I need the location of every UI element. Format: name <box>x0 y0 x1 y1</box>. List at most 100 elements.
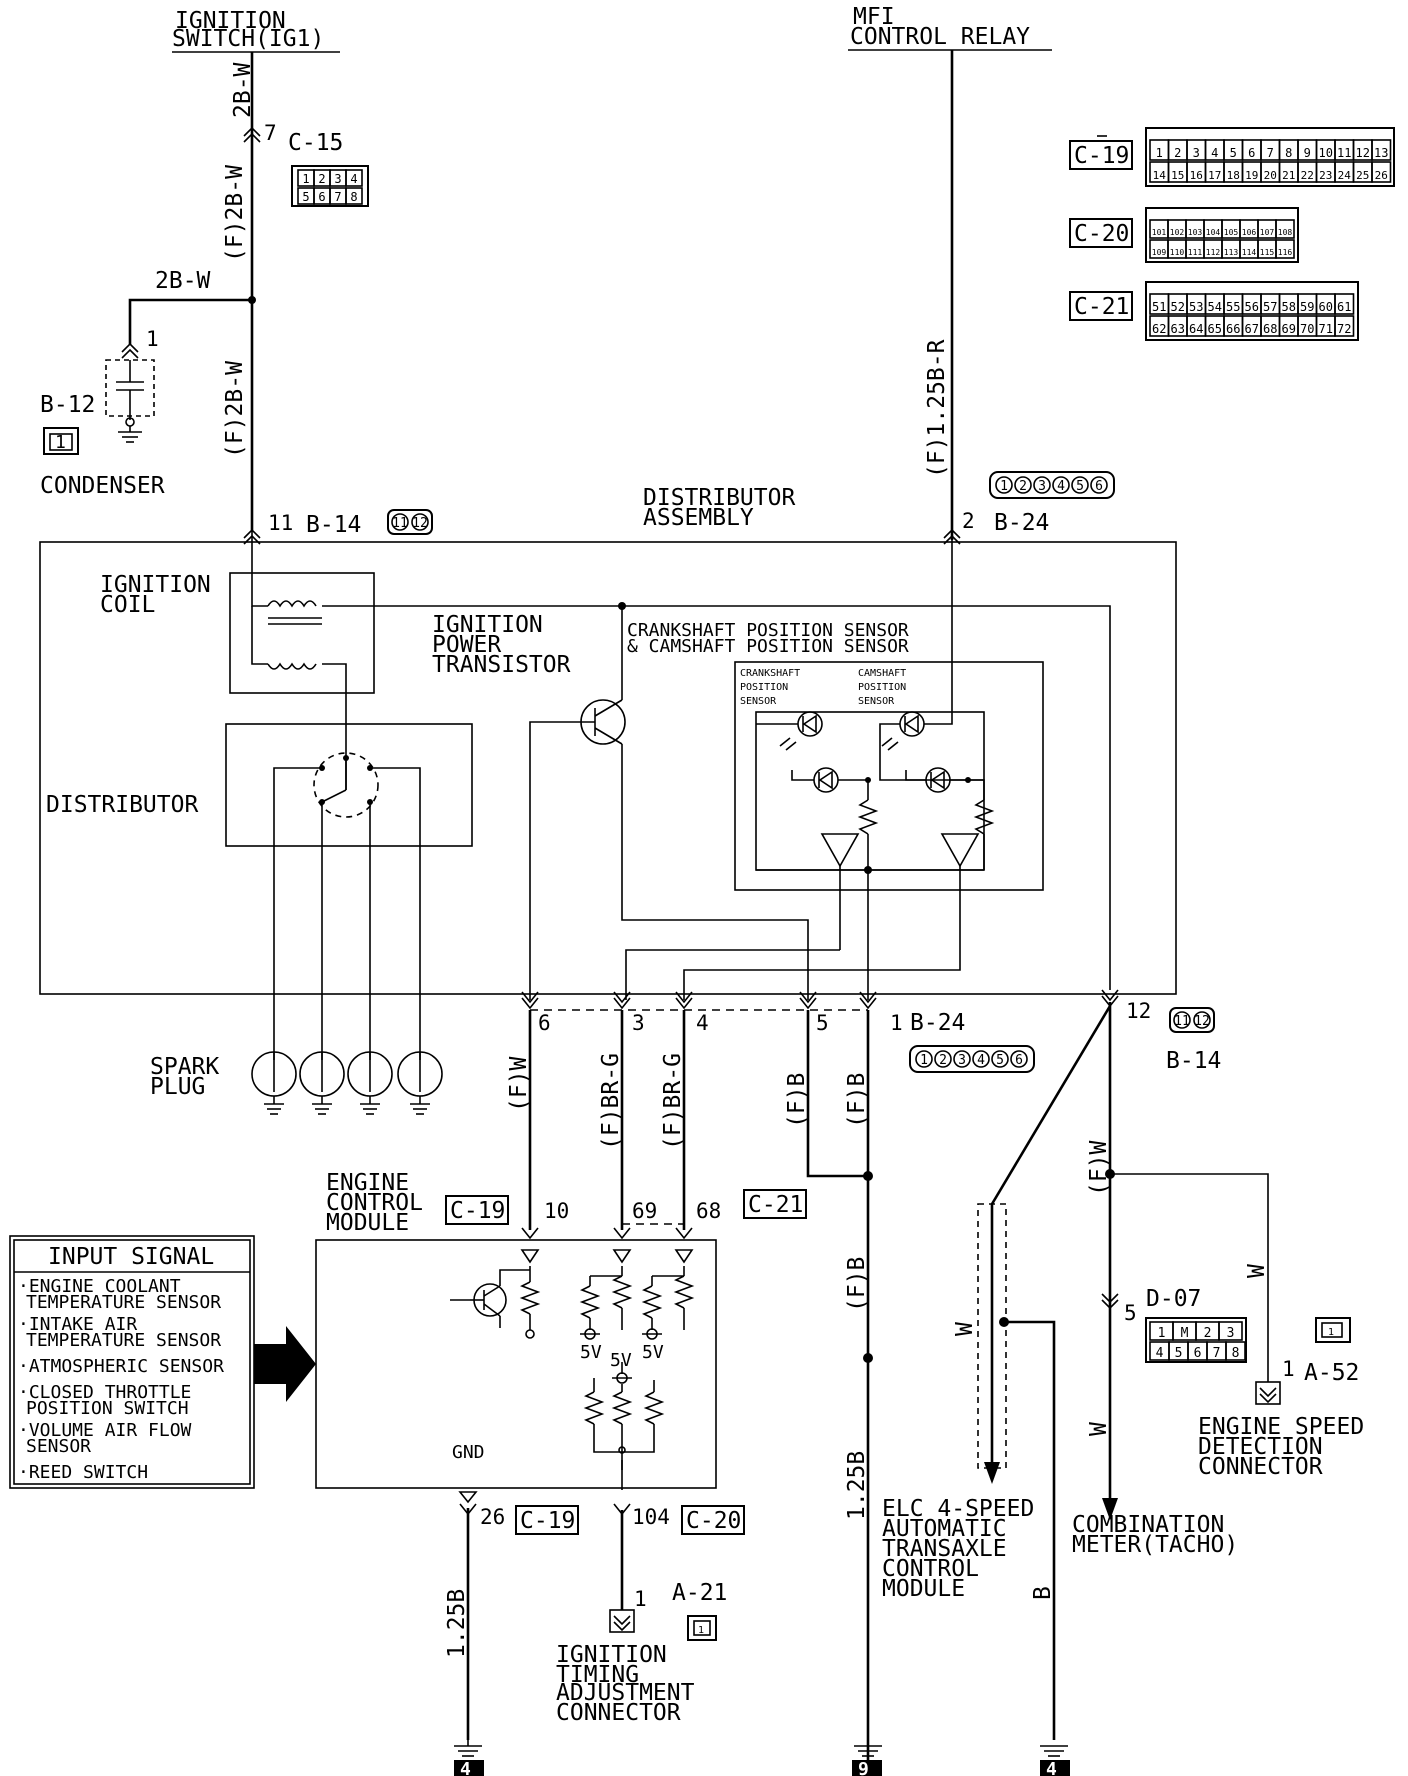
svg-text:MODULE: MODULE <box>882 1576 965 1602</box>
wire-eng-speed: W <box>1244 1264 1270 1278</box>
connector-cell-label: 6 <box>1248 146 1255 160</box>
svg-text:·REED SWITCH: ·REED SWITCH <box>18 1462 148 1483</box>
connector-pin-label: 5 <box>1076 479 1084 494</box>
crank-cam-sensor-label: CRANKSHAFT POSITION SENSOR & CAMSHAFT PO… <box>627 620 909 657</box>
cam-sensor-label: CAMSHAFT POSITION SENSOR <box>858 668 906 707</box>
pin-ecm-69: 69 <box>632 1199 657 1223</box>
svg-text:TIMING: TIMING <box>556 1662 639 1688</box>
connector-cell-label: 22 <box>1301 169 1314 182</box>
connector-cell-label: 107 <box>1260 228 1275 237</box>
connector-cell <box>345 169 363 187</box>
svg-text:CONNECTOR: CONNECTOR <box>1198 1454 1323 1480</box>
svg-text:TRANSAXLE: TRANSAXLE <box>882 1536 1007 1562</box>
svg-text:MFI: MFI <box>853 4 895 30</box>
connector-pin-label: 6 <box>1095 479 1103 494</box>
connector-cell-label: 104 <box>1206 228 1221 237</box>
connector-cell-label: 101 <box>1152 228 1167 237</box>
pin-b14-11: 11 <box>268 511 293 535</box>
connector-cell-label: 52 <box>1171 300 1185 314</box>
svg-text:C-19: C-19 <box>520 1508 575 1534</box>
connector-cell-label: 2 <box>1174 146 1181 160</box>
connector-cell-label: 115 <box>1260 248 1275 257</box>
engine-speed-connector-label: ENGINE SPEED DETECTION CONNECTOR <box>1198 1414 1364 1480</box>
connector-c21-ecm: C-21 <box>743 1189 807 1219</box>
connector-cell-label: 7 <box>1267 146 1274 160</box>
connector-cell-label: 1 <box>302 172 309 186</box>
wire-pin5: (F)B <box>784 1073 810 1128</box>
spark-plug <box>251 1051 297 1115</box>
mfi-relay-label: MFI CONTROL RELAY <box>848 4 1052 51</box>
pin-ecm-10: 10 <box>544 1199 569 1223</box>
ecm-voltage-1: 5V <box>580 1342 602 1363</box>
connector-pin <box>1014 476 1032 494</box>
wire-tach: (F)W <box>1086 1140 1112 1196</box>
connector-pin <box>953 1050 971 1068</box>
input-signal-arrow <box>254 1326 316 1402</box>
ignition-coil <box>229 530 1111 990</box>
wire-condenser: 2B-W <box>155 268 211 294</box>
svg-text:IGNITION: IGNITION <box>432 612 543 638</box>
connector-pin-label: 3 <box>1038 479 1046 494</box>
connector-cell-label: 5 <box>1175 1346 1183 1361</box>
svg-text:AUTOMATIC: AUTOMATIC <box>882 1516 1007 1542</box>
connector-pin-label: 1 <box>1000 479 1008 494</box>
connector-cell-label: 109 <box>1152 248 1167 257</box>
connector-cell-label: 11 <box>1337 146 1351 160</box>
svg-text:SENSOR: SENSOR <box>26 1436 91 1457</box>
connector-cell-label: 4 <box>1156 1346 1164 1361</box>
connector-cell-label: 5 <box>302 190 309 204</box>
svg-text:1: 1 <box>55 432 66 453</box>
connector-cell-label: 106 <box>1242 228 1257 237</box>
connector-cell-label: 23 <box>1319 169 1332 182</box>
connector-cell-label: 21 <box>1282 169 1295 182</box>
connector-pin <box>411 513 429 531</box>
connector-pin <box>991 1050 1009 1068</box>
ecm-timing-wire <box>609 1503 635 1633</box>
svg-text:IGNITION: IGNITION <box>175 8 286 34</box>
connector-cell <box>1334 293 1355 315</box>
connector-cell-label: 116 <box>1278 248 1293 257</box>
connector-cell-label: 26 <box>1375 169 1388 182</box>
svg-text:CONTROL RELAY: CONTROL RELAY <box>850 24 1030 50</box>
wire-tach-low: W <box>1086 1422 1112 1436</box>
connector-cell-label: 6 <box>318 190 325 204</box>
connector-cell-label: 1 <box>1158 1326 1166 1341</box>
combination-meter-label: COMBINATION METER(TACHO) <box>1072 1512 1238 1558</box>
wire-elc-gnd: B <box>1030 1586 1056 1600</box>
svg-text:ADJUSTMENT: ADJUSTMENT <box>556 1680 695 1706</box>
svg-text:·VOLUME AIR FLOW: ·VOLUME AIR FLOW <box>18 1420 192 1441</box>
svg-text:SENSOR: SENSOR <box>740 696 777 707</box>
connector-cell-label: 10 <box>1319 146 1333 160</box>
pin-b24-2: 2 <box>962 509 975 533</box>
connector-cell-label: 102 <box>1170 228 1185 237</box>
tach-wire <box>977 989 1281 1757</box>
connector-cell-label: 15 <box>1171 169 1184 182</box>
distributor-assembly-box <box>39 541 1177 995</box>
pin-ecm-26: 26 <box>480 1505 505 1529</box>
connector-cell-label: 12 <box>1356 146 1370 160</box>
connector-cell-label: 5 <box>1230 146 1237 160</box>
connector-pin <box>1193 1011 1211 1029</box>
svg-text:·ENGINE COOLANT: ·ENGINE COOLANT <box>18 1276 181 1297</box>
connector-pin <box>915 1050 933 1068</box>
svg-text:IGNITION: IGNITION <box>100 572 211 598</box>
svg-text:C-19: C-19 <box>1074 143 1129 169</box>
svg-text:1: 1 <box>698 1625 704 1636</box>
svg-text:& CAMSHAFT POSITION SENSOR: & CAMSHAFT POSITION SENSOR <box>627 636 909 657</box>
svg-text:POWER: POWER <box>432 632 501 658</box>
connector-cell-label: 1 <box>1156 146 1163 160</box>
connector-cell-label: 8 <box>1232 1346 1240 1361</box>
connector-pin-label: 6 <box>1015 1053 1023 1068</box>
pin-b24-4: 4 <box>696 1011 709 1035</box>
svg-text:TEMPERATURE SENSOR: TEMPERATURE SENSOR <box>26 1292 221 1313</box>
pin-b24-1: 1 <box>890 1011 903 1035</box>
pin-b24-5: 5 <box>816 1011 829 1035</box>
connector-cell-label: 64 <box>1189 322 1203 336</box>
connector-cell-label: 59 <box>1300 300 1314 314</box>
